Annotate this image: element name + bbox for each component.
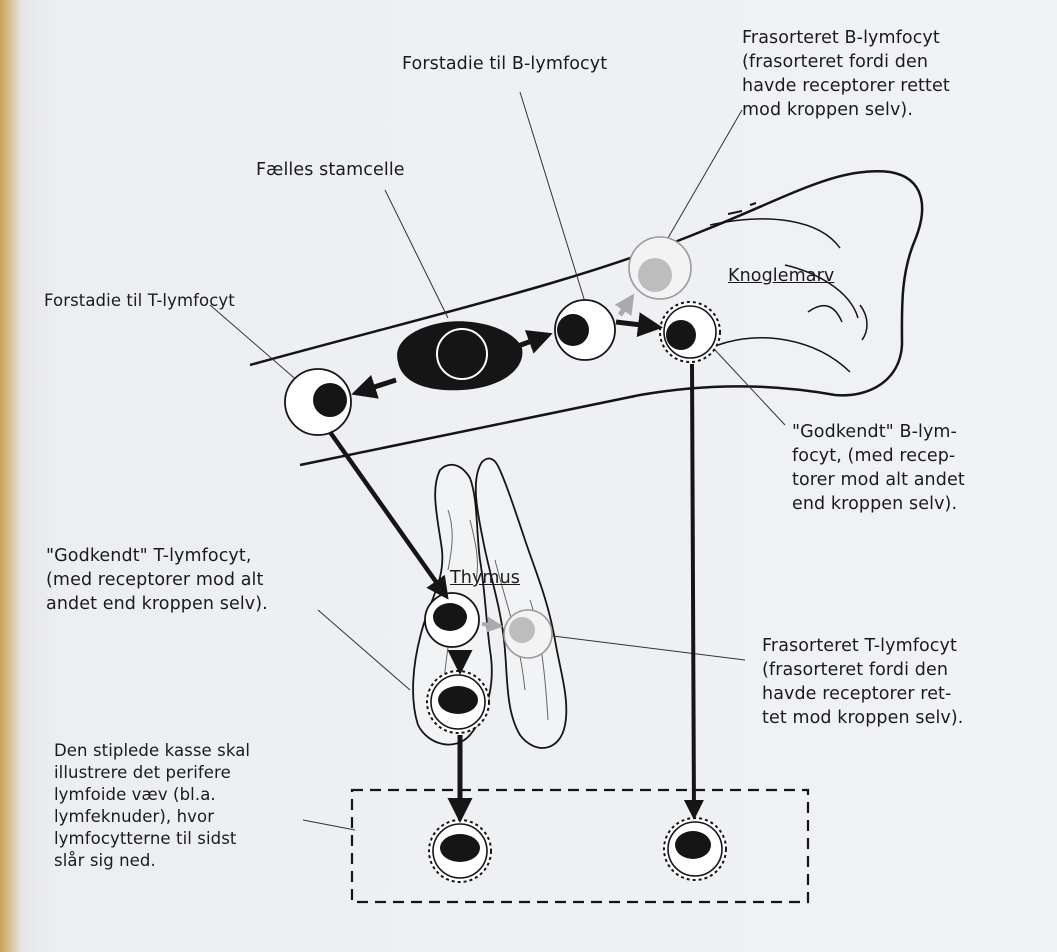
marrow-inner-line	[710, 219, 840, 248]
pointer-line-faelles-stamcelle	[385, 190, 448, 318]
b-precursor-nucleus	[557, 314, 589, 346]
arrow-b-precursor-to-rejected	[620, 297, 632, 315]
thymus-t-nucleus	[433, 603, 467, 631]
marrow-inner-line	[718, 338, 850, 372]
rejected-b-nucleus	[638, 258, 672, 292]
approved-t-cell-thymus	[427, 671, 489, 733]
arrow-stem-to-t-precursor	[356, 380, 396, 393]
rejected-t-nucleus	[509, 617, 535, 643]
label-faelles-stamcelle: Fælles stamcelle	[256, 158, 405, 182]
label-frasorteret-b-lymfocyt: Frasorteret B-lymfocyt (frasorteret ford…	[742, 26, 950, 122]
label-forstadie-b-lymfocyt: Forstadie til B-lymfocyt	[402, 52, 607, 76]
b-cell-in-box	[664, 818, 726, 880]
label-knoglemarv: Knoglemarv	[728, 264, 834, 288]
arrow-b-precursor-to-approved	[616, 322, 658, 327]
peripheral-lymphoid-box	[352, 790, 808, 902]
label-forstadie-t-lymfocyt: Forstadie til T-lymfocyt	[44, 290, 235, 312]
label-godkendt-t-lymfocyt: "Godkendt" T-lymfocyt, (med receptorer m…	[46, 544, 268, 616]
t-precursor-nucleus	[313, 383, 347, 417]
arrow-thymus-to-rejected-t	[482, 624, 500, 626]
arrow-t-precursor-to-thymus	[330, 432, 446, 596]
pointer-line-forstadie-b	[520, 92, 585, 302]
marrow-inner-line	[860, 305, 867, 340]
label-godkendt-b-lymfocyt: "Godkendt" B-lym- focyt, (med recep- tor…	[792, 420, 965, 516]
label-thymus: Thymus	[450, 566, 520, 590]
approved-b-cell-marrow	[660, 302, 720, 362]
pointer-line-stiplede-kasse	[303, 820, 355, 830]
arrow-stem-to-b-precursor	[518, 335, 548, 346]
t-cell-in-box	[429, 820, 491, 882]
marrow-inner-line	[728, 203, 756, 214]
pointer-line-godkendt-t	[318, 610, 410, 690]
marrow-inner-line	[808, 306, 842, 322]
arrow-approved-b-to-box	[692, 364, 694, 816]
common-stem-cell-nucleus	[437, 329, 487, 379]
label-frasorteret-t-lymfocyt: Frasorteret T-lymfocyt (frasorteret ford…	[762, 634, 963, 730]
pointer-line-frasorteret-t	[545, 635, 745, 660]
label-stiplede-kasse: Den stiplede kasse skal illustrere det p…	[54, 740, 250, 872]
pointer-line-forstadie-t	[210, 305, 300, 383]
